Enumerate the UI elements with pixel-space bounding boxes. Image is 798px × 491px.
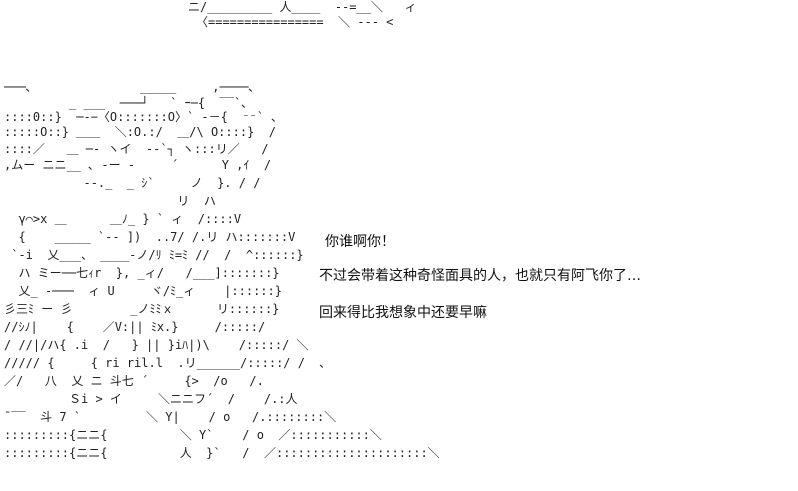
art-top-line: ニ/_________ 人____ ‐-=__＼ ィ — [188, 0, 417, 14]
art-line: `-i 乂___、 ____‐ノ/ﾘ ﾐ=ﾐ // / ^::::::} — [4, 248, 304, 262]
art-line: ───､ _____ ,────､ — [4, 80, 255, 94]
dialog-line-1: 你谁啊你！ — [325, 234, 395, 250]
art-line: :::::::::{ニニ{ ＼ Y` / o ／:::::::::::＼ — [4, 428, 382, 442]
art-line: Ｓi > イ ＼ニニフ´ / /.:人 — [4, 392, 298, 406]
art-line: ::::／ ＿ ─‐ ヽイ --`┐ ヽ:::リ／ / — [4, 142, 269, 156]
art-line: :::::O::} ＿＿ ＼:O.:/ ＿/\ O::::} / — [4, 125, 276, 139]
dialog-line-3: 回来得比我想象中还要早嘛 — [319, 305, 487, 321]
art-line: ¯‾‾ 斗 7 ` ＼ Y| / o /.::::::::＼ — [4, 410, 337, 424]
art-line: ハ ミー──七ｨr }, _ィ/ /___]:::::::} — [4, 266, 280, 280]
art-line: 乂_ ‐─── ィ U ヾ/ﾐ_ィ |::::::} — [4, 284, 282, 298]
art-line: / //|/ハ{ .i / } || }iﾊ|)\ /:::::/ ＼ — [4, 338, 309, 352]
art-line: 彡三ﾐ ー 彡 _ノﾐﾐｘ リ::::::} — [4, 302, 280, 316]
art-line: ,ムー ニニ__ ､ -ー ‐ ´ Y ,ｲ / — [4, 158, 272, 172]
art-line: ::::0::} ─‐−〈O:::::::O〉` ‐－{ ⁻⁻` ､ — [4, 110, 278, 124]
art-line: { _____ `-‐ ]) ..7/ /.リ ハ:::::::V — [4, 230, 296, 244]
art-line: ／/ 八 乂 ニ 斗七 ´ {> /o /. — [4, 374, 264, 388]
art-line: ///// { { ri ril.l .リ______/:::::/ / ､ — [4, 356, 326, 370]
art-line: γ⌒>x ＿ ＿ﾉ_ } ` ィ /::::V — [4, 212, 242, 226]
art-line: :::::::::{ニニ{ 人 }` / ／::::::::::::::::::… — [4, 446, 440, 460]
art-line: _ ___ ───┘ ` ｰ─{ ‾‾`､ — [4, 96, 248, 110]
art-line: //ｼﾉ| { ／V:|| ﾐx.} /:::::/ — [4, 320, 266, 334]
art-line: ‐-._ _ ｼ` ノ }. / / — [4, 176, 261, 190]
art-top-line: 〈================ ＼ --- < — [196, 15, 394, 29]
art-line: リ ハ — [4, 194, 216, 208]
dialog-line-2: 不过会带着这种奇怪面具的人，也就只有阿飞你了… — [319, 268, 641, 284]
